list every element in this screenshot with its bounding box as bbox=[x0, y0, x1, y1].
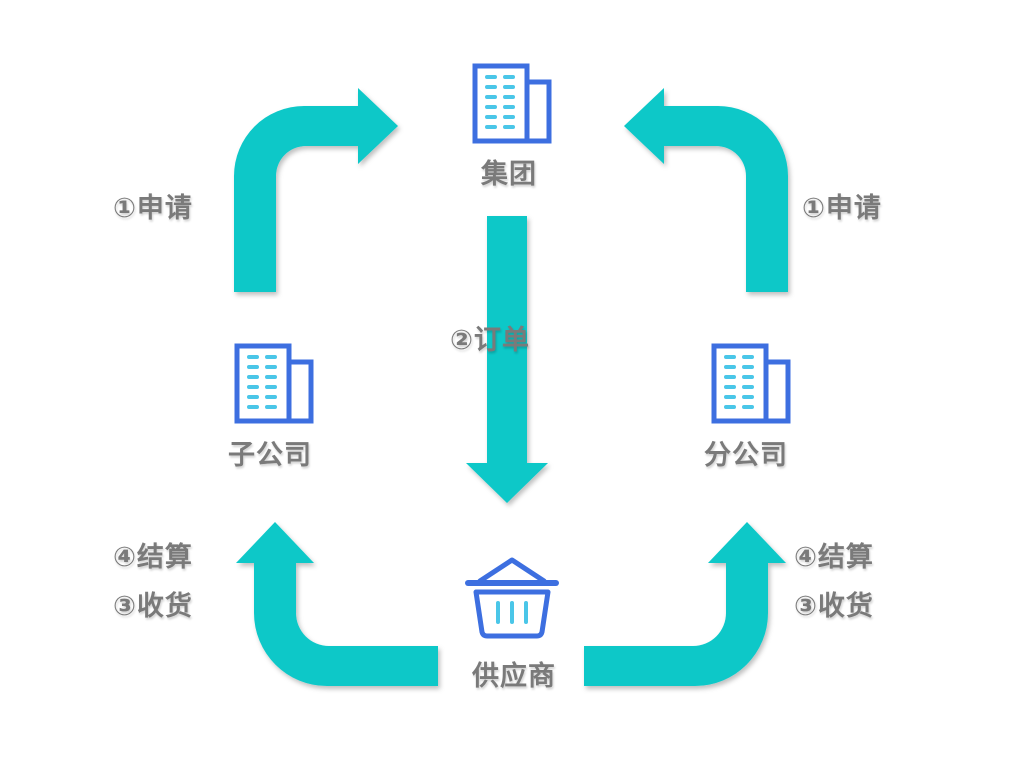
arrow-group-to-supplier bbox=[466, 216, 548, 503]
node-label-supplier: 供应商 bbox=[472, 661, 556, 692]
step-label-order: ②订单 bbox=[450, 325, 530, 356]
node-label-group: 集团 bbox=[481, 159, 537, 190]
step-label-receive-right: ③收货 bbox=[794, 591, 874, 622]
step-label-receive-left: ③收货 bbox=[113, 591, 193, 622]
arrow-supplier-to-subsidiary bbox=[236, 522, 438, 686]
basket-icon bbox=[465, 557, 559, 639]
node-label-subsidiary: 子公司 bbox=[228, 440, 312, 471]
building-icon bbox=[714, 346, 788, 421]
step-label-apply-right: ①申请 bbox=[802, 193, 882, 224]
step-label-settle-left: ④结算 bbox=[113, 542, 193, 573]
arrow-supplier-to-branch bbox=[584, 522, 786, 686]
step-label-settle-right: ④结算 bbox=[794, 542, 874, 573]
building-icon bbox=[475, 66, 549, 141]
step-label-apply-left: ①申请 bbox=[113, 193, 193, 224]
node-label-branch: 分公司 bbox=[704, 440, 788, 471]
building-icon bbox=[237, 346, 311, 421]
arrow-branch-to-group bbox=[624, 88, 788, 292]
arrow-subsidiary-to-group bbox=[234, 88, 398, 292]
